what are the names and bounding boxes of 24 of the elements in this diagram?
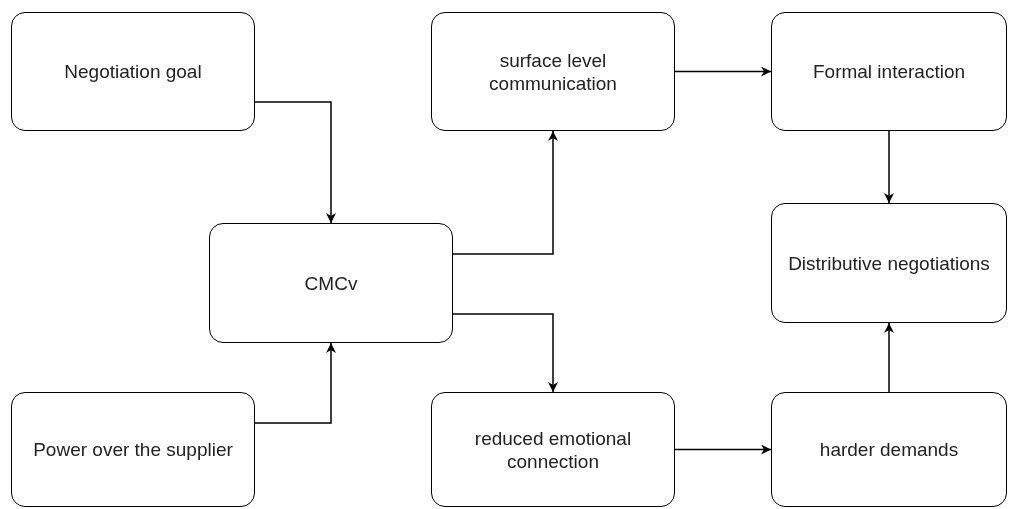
box-label: Formal interaction xyxy=(812,60,966,83)
arrow xyxy=(884,322,894,393)
process-box xyxy=(431,392,675,507)
arrow xyxy=(884,130,894,204)
box-label: CMCv xyxy=(304,271,358,295)
arrow xyxy=(254,101,336,224)
process-box xyxy=(771,12,1007,131)
process-box xyxy=(771,203,1007,323)
process-box xyxy=(209,223,453,343)
box-label: harder demands xyxy=(819,438,959,461)
process-box xyxy=(431,12,675,131)
arrow xyxy=(674,444,772,455)
box-label: Negotiation goal xyxy=(64,60,202,83)
process-box xyxy=(771,392,1007,507)
box-label: surface level communication xyxy=(488,48,618,95)
arrow xyxy=(452,130,558,255)
arrow xyxy=(452,313,558,393)
arrow xyxy=(674,66,772,77)
box-label: reduced emotional connection xyxy=(473,426,633,473)
box-label: Power over the supplier xyxy=(33,438,233,461)
process-box xyxy=(11,12,255,131)
arrow xyxy=(254,342,336,424)
box-label: Distributive negotiations xyxy=(788,251,990,275)
process-box xyxy=(11,392,255,507)
